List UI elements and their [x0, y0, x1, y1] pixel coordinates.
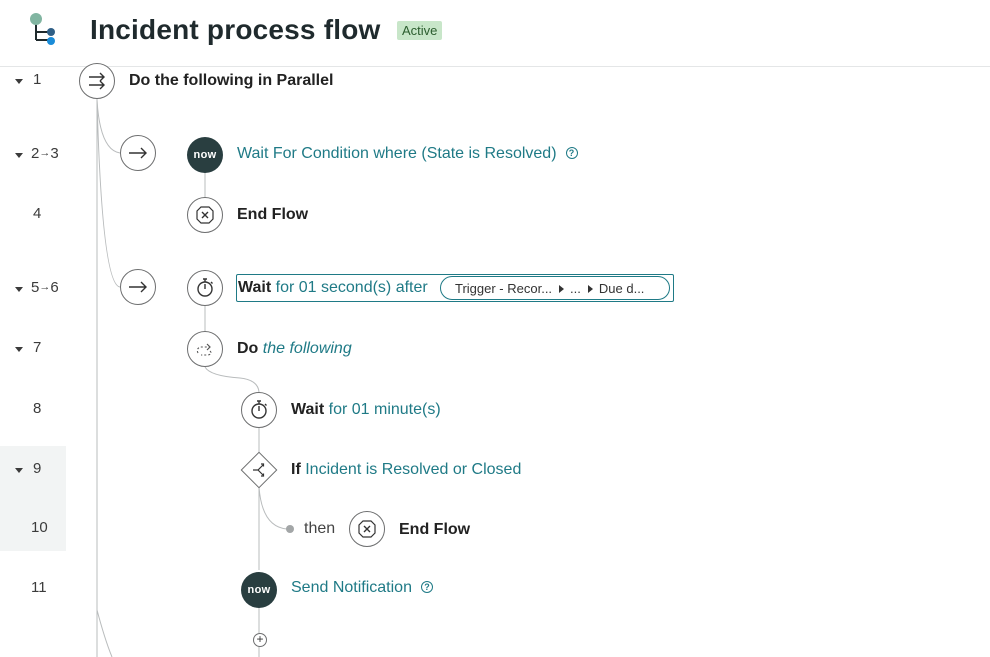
- now-badge-icon: now: [187, 137, 223, 173]
- end-flow-icon[interactable]: [187, 197, 223, 233]
- branch-arrow-icon[interactable]: [120, 135, 156, 171]
- do-loop-icon[interactable]: [187, 331, 223, 367]
- help-icon[interactable]: ?: [420, 581, 433, 593]
- collapse-caret-icon[interactable]: [15, 287, 23, 292]
- step-end-flow[interactable]: End Flow: [237, 206, 309, 223]
- branch-arrow-icon[interactable]: [120, 269, 156, 305]
- line-number: 11: [31, 579, 47, 596]
- step-wait-for-condition[interactable]: Wait For Condition where (State is Resol…: [237, 145, 578, 163]
- branch-dot: [286, 525, 294, 533]
- step-end-flow-then[interactable]: End Flow: [399, 521, 471, 538]
- data-pill-trigger-due-date[interactable]: Trigger - Recor......Due d...: [440, 276, 670, 300]
- then-label: then: [304, 520, 336, 537]
- status-badge: Active: [397, 21, 443, 40]
- collapse-caret-icon[interactable]: [15, 347, 23, 352]
- line-number-range: 5→6: [31, 279, 59, 296]
- now-badge-icon: now: [241, 572, 277, 608]
- end-flow-icon[interactable]: [349, 511, 385, 547]
- line-number: 8: [33, 400, 42, 417]
- step-wait-seconds[interactable]: Wait for 01 second(s) after: [238, 279, 428, 296]
- gutter-highlight: [0, 446, 66, 551]
- step-if-condition[interactable]: If Incident is Resolved or Closed: [291, 461, 522, 478]
- line-number: 1: [33, 71, 42, 88]
- parallel-icon[interactable]: [79, 63, 115, 99]
- timer-icon[interactable]: [241, 392, 277, 428]
- step-wait-minute[interactable]: Wait for 01 minute(s): [291, 401, 441, 418]
- page-title: Incident process flow: [90, 14, 381, 45]
- line-number-range: 2→3: [31, 145, 59, 162]
- step-do-following[interactable]: Do the following: [237, 340, 352, 357]
- step-parallel[interactable]: Do the following in Parallel: [129, 72, 334, 89]
- line-number: 10: [31, 519, 48, 536]
- timer-icon[interactable]: [187, 270, 223, 306]
- collapse-caret-icon[interactable]: [15, 468, 23, 473]
- flow-designer-logo-icon: [30, 13, 55, 45]
- flow-header: Incident process flow Active: [0, 0, 990, 67]
- pill-separator-icon: [587, 285, 593, 293]
- if-branch-icon: [241, 452, 277, 488]
- add-step-icon[interactable]: +: [253, 633, 267, 647]
- line-number: 4: [33, 205, 42, 222]
- collapse-caret-icon[interactable]: [15, 153, 23, 158]
- line-number: 7: [33, 339, 42, 356]
- selected-step-outline: [236, 274, 674, 302]
- collapse-caret-icon[interactable]: [15, 79, 23, 84]
- step-send-notification[interactable]: Send Notification?: [291, 579, 433, 597]
- pill-separator-icon: [559, 285, 565, 293]
- line-number: 9: [33, 460, 42, 477]
- help-icon[interactable]: ?: [565, 147, 578, 159]
